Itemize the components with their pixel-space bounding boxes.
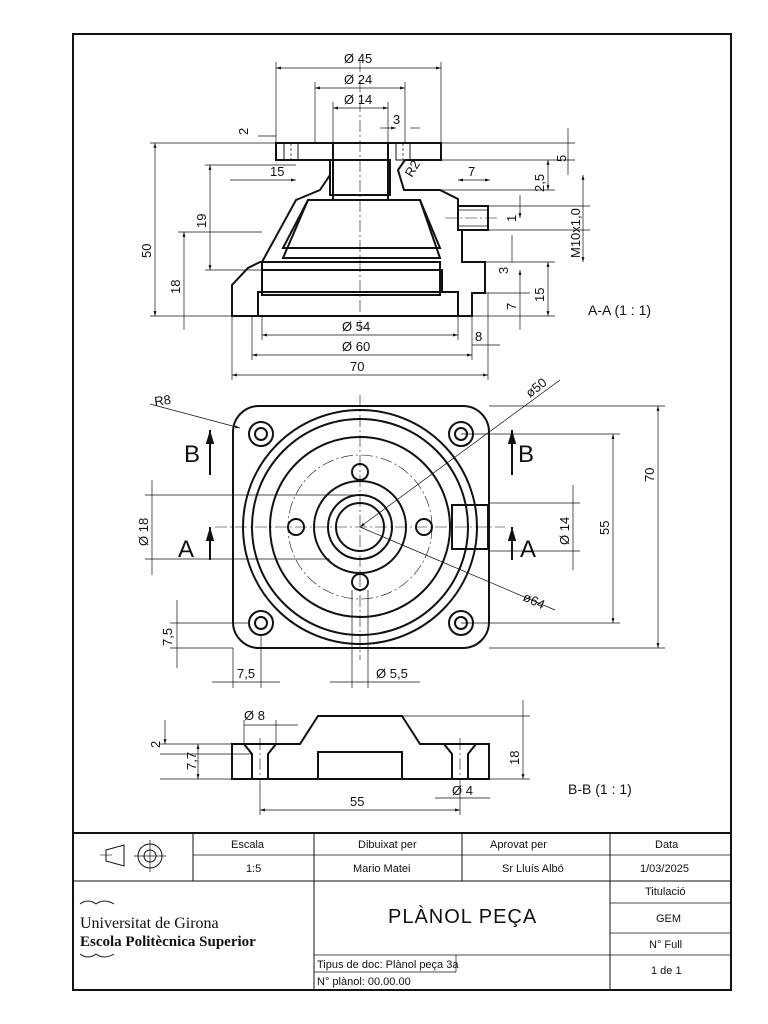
aa-dim-3: 3 (393, 112, 400, 127)
section-bb-body (231, 715, 490, 780)
aa-dim-1: 1 (504, 215, 519, 222)
plan-dim-55: 55 (597, 521, 612, 535)
aa-dim-2: 2 (236, 128, 251, 135)
aa-dim-18: 18 (168, 280, 183, 294)
bb-dim-77: 7,7 (184, 752, 199, 770)
bb-dim-2: 2 (148, 741, 163, 748)
tb-tipus: Tipus de doc: Plànol peça 3a (317, 959, 459, 971)
plan-label-a-left: A (178, 536, 194, 563)
tb-titulacio-value: GEM (656, 913, 681, 925)
aa-dim-70: 70 (350, 359, 364, 374)
aa-dim-3b: 3 (496, 267, 511, 274)
tb-titulacio-header: Titulació (645, 886, 686, 898)
plan-dim-r8: R8 (153, 392, 172, 409)
plan-dim-d14: Ø 14 (557, 517, 572, 545)
bb-dim-18: 18 (507, 751, 522, 765)
university-logo (79, 900, 115, 958)
aa-dim-15: 15 (270, 164, 284, 179)
aa-dim-19: 19 (194, 214, 209, 228)
aa-dim-d60: Ø 60 (342, 339, 370, 354)
title-block: Escala 1:5 Dibuixat per Mario Matei Apro… (73, 832, 731, 990)
section-bb-view: Ø 8 2 7,7 18 55 Ø 4 B-B (1 : 1) (148, 700, 632, 815)
section-aa-label: A-A (1 : 1) (588, 302, 651, 318)
bb-dim-d4: Ø 4 (452, 783, 473, 798)
aa-dim-d54: Ø 54 (342, 319, 370, 334)
tb-data-value: 1/03/2025 (640, 863, 689, 875)
tb-full-header: N° Full (649, 939, 682, 951)
aa-dim-15b: 15 (532, 288, 547, 302)
section-bb-label: B-B (1 : 1) (568, 781, 632, 797)
tb-aprovat-value: Sr Lluís Albó (502, 863, 564, 875)
tb-aprovat-header: Aprovat per (490, 839, 547, 851)
tb-full-value: 1 de 1 (651, 965, 682, 977)
plan-dim-d55: Ø 5,5 (376, 666, 408, 681)
sheet-border (72, 33, 732, 991)
aa-dim-d45: Ø 45 (344, 51, 372, 66)
plan-label-b-left: B (184, 441, 200, 468)
tb-title: PLÀNOL PEÇA (388, 905, 537, 928)
aa-dim-7: 7 (468, 164, 475, 179)
aa-dim-m10: M10x1,0 (568, 208, 583, 258)
tb-university: Universitat de Girona (80, 915, 219, 932)
plan-label-b-right: B (518, 441, 534, 468)
plan-dim-d50: ø50 (523, 375, 550, 401)
aa-dim-r2: R2 (402, 158, 423, 180)
plan-dim-75v: 7,5 (160, 628, 175, 646)
aa-dim-25: 2,5 (532, 174, 547, 192)
aa-dim-5: 5 (554, 155, 569, 162)
section-aa-view: Ø 45 Ø 24 Ø 14 3 2 15 R2 7 2,5 5 M10x1,0… (139, 51, 651, 380)
tb-planol: N° plànol: 00.00.00 (317, 976, 411, 988)
aa-dim-50: 50 (139, 244, 154, 258)
plan-dim-75h: 7,5 (237, 666, 255, 681)
bb-dim-d8: Ø 8 (244, 708, 265, 723)
aa-dim-8: 8 (475, 329, 482, 344)
plan-dim-70: 70 (642, 468, 657, 482)
tb-dibuixat-header: Dibuixat per (358, 839, 417, 851)
plan-view: B B A A R8 ø50 70 55 Ø 18 (136, 375, 665, 688)
tb-data-header: Data (655, 839, 679, 851)
aa-dim-d24: Ø 24 (344, 72, 372, 87)
tb-escala-header: Escala (231, 839, 265, 851)
tb-escala-value: 1:5 (246, 863, 261, 875)
plan-dim-d18: Ø 18 (136, 518, 151, 546)
plan-dim-d64: ø64 (521, 589, 548, 612)
aa-dim-d14: Ø 14 (344, 92, 372, 107)
tb-dibuixat-value: Mario Matei (353, 863, 410, 875)
section-aa-body (231, 142, 486, 317)
bb-dim-55: 55 (350, 794, 364, 809)
aa-dim-7b: 7 (504, 303, 519, 310)
tb-school: Escola Politècnica Superior (80, 934, 256, 950)
plan-label-a-right: A (520, 536, 536, 563)
projection-symbol-icon (100, 840, 166, 872)
